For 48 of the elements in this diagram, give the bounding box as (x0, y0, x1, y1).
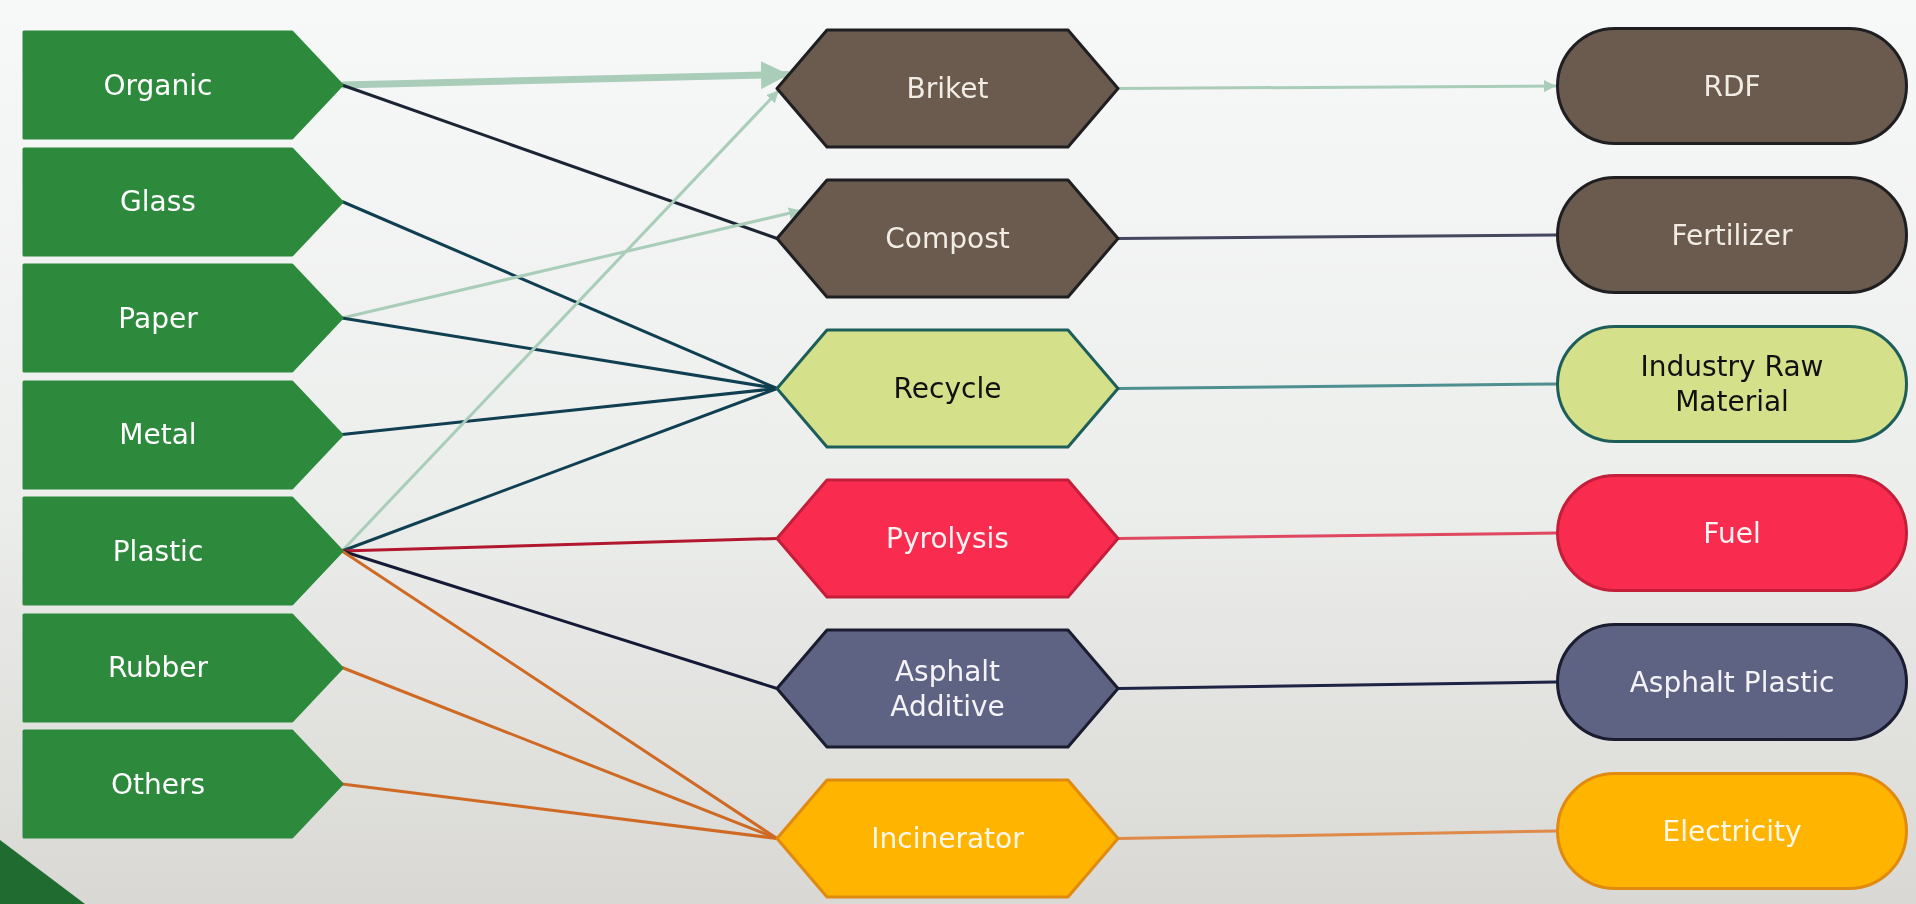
pentagon-tag (24, 614, 342, 721)
node-label: Briket (906, 71, 989, 106)
connector-line (341, 549, 778, 690)
node-label: RDF (1703, 68, 1761, 104)
node-label: Asphalt Plastic (1629, 664, 1835, 700)
node-label: Electricity (1662, 813, 1802, 849)
node-label: Fuel (1703, 515, 1761, 551)
arrow (1118, 80, 1556, 93)
pentagon-tag (24, 148, 342, 255)
node-label: Rubber (107, 650, 209, 685)
node-label: Recycle (893, 371, 1002, 406)
pentagon-tag (24, 731, 342, 837)
process-hexagon (777, 330, 1118, 447)
arrow (341, 61, 790, 90)
connector-line (1118, 233, 1556, 240)
connector-line (341, 666, 778, 840)
connector-line (341, 83, 778, 240)
node-label: Fertilizer (1671, 217, 1793, 253)
node-label: Organic (103, 67, 213, 103)
node-label: Metal (119, 417, 197, 452)
process-hexagon (777, 480, 1118, 597)
process-hexagon (777, 780, 1118, 897)
node-label: Plastic (112, 533, 204, 569)
node-label: Incinerator (871, 821, 1024, 856)
connector-line (341, 387, 778, 436)
process-hexagon (777, 630, 1118, 747)
process-hexagon (777, 30, 1118, 147)
arrow (341, 207, 802, 320)
node-label: Industry Raw Material (1639, 349, 1825, 419)
connector-line (1118, 382, 1556, 390)
pentagon-tag (24, 381, 342, 488)
connector-line (1117, 829, 1557, 840)
pentagon-tag (24, 498, 342, 604)
pentagon-tag (24, 265, 342, 371)
node-label: Glass (120, 184, 196, 219)
node-label: Compost (885, 221, 1010, 256)
connector-line (341, 549, 778, 840)
node-label: Asphalt Additive (889, 653, 1006, 724)
connector-line (1117, 680, 1557, 690)
connector-line (341, 200, 778, 390)
node-label: Others (110, 766, 206, 802)
node-label: Paper (118, 300, 198, 336)
connector-line (341, 537, 778, 553)
connector-line (341, 782, 778, 840)
node-label: Pyrolysis (886, 521, 1009, 556)
connector-line (1118, 531, 1556, 540)
process-hexagon (777, 180, 1118, 297)
pentagon-tag (24, 32, 342, 138)
